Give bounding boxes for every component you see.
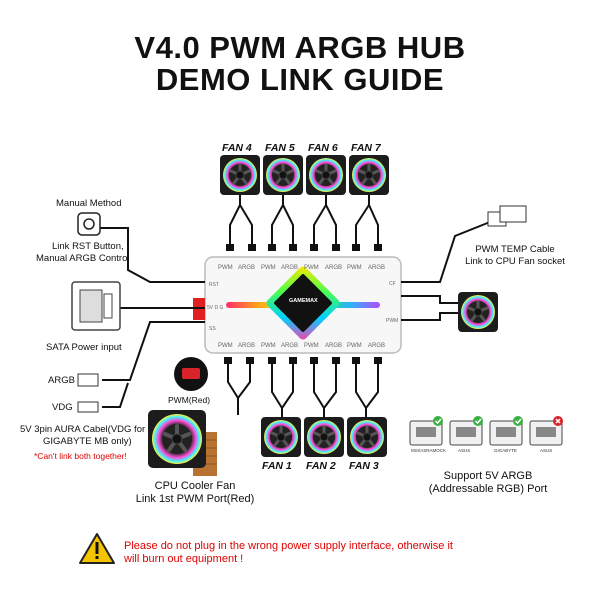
cant-link-warning: *Can't link both together! xyxy=(34,451,127,461)
hub-port-top-3: ARGB xyxy=(281,265,298,271)
argb-label: ARGB xyxy=(48,375,75,386)
bottom-connectors xyxy=(224,357,382,364)
mb-connector-asus-1 xyxy=(449,416,483,446)
warning-text-1: Please do not plug in the wrong power su… xyxy=(124,540,453,552)
fan-1-icon xyxy=(259,415,303,459)
vdg-label: VDG xyxy=(52,402,73,413)
hub-side-pwm: PWM xyxy=(386,318,399,324)
fan-7-icon xyxy=(347,153,391,197)
hub-port-top-5: ARGB xyxy=(325,265,342,271)
fan-5-icon xyxy=(261,153,305,197)
fan-6-icon xyxy=(304,153,348,197)
manual-argb-label: Manual ARGB Control xyxy=(36,253,130,264)
pwm-red-label: PWM(Red) xyxy=(168,395,211,405)
pwm-red-connector-icon xyxy=(174,357,208,391)
support-argb-label-1: Support 5V ARGB xyxy=(443,470,533,482)
hub-port-top-1: ARGB xyxy=(238,265,255,271)
cpu-cooler-label-2: Link 1st PWM Port(Red) xyxy=(135,493,255,505)
hub-port-bottom-1: ARGB xyxy=(238,343,255,349)
mb-brand-2: ASUS xyxy=(458,448,470,453)
mb-connector-row xyxy=(409,416,563,446)
page-title-line1: V4.0 PWM ARGB HUB xyxy=(134,30,466,65)
top-fan-wires xyxy=(229,192,379,246)
warning-text-2: will burn out equipment ! xyxy=(124,553,244,565)
sata-label: SATA Power input xyxy=(46,342,122,353)
aura-cable-label-1: 5V 3pin AURA Cabel(VDG for xyxy=(20,424,146,435)
mb-connector-msi xyxy=(409,416,443,446)
hub-port-bottom-4: PWM xyxy=(304,343,319,349)
hub-port-labels: PWM ARGB PWM ARGB PWM ARGB PWM ARGB PWM ARGB PWM… xyxy=(218,265,385,349)
argb-connector-icon xyxy=(77,373,99,387)
cpu-cooler-label-1: CPU Cooler Fan xyxy=(154,480,236,492)
rst-button-label: Link RST Button, xyxy=(52,241,124,252)
sata-connector-icon xyxy=(71,281,121,331)
cpu-socket-fan-icon xyxy=(456,290,500,334)
mb-connector-gigabyte xyxy=(489,416,523,446)
mb-brand-3: GIGABYTE xyxy=(494,448,517,453)
fan-5-label: FAN 5 xyxy=(265,142,295,154)
fan-7-label: FAN 7 xyxy=(351,142,381,154)
manual-method-label: Manual Method xyxy=(56,198,122,209)
aura-cable-label-2: GIGABYTE MB only) xyxy=(43,436,132,447)
hub-port-bottom-2: PWM xyxy=(261,343,276,349)
hub-port-bottom-7: ARGB xyxy=(368,343,385,349)
vdg-connector-icon xyxy=(77,401,99,413)
fan-2-icon xyxy=(302,415,346,459)
hub-side-rst: RST xyxy=(209,282,219,288)
support-argb-label-2: (Addressable RGB) Port xyxy=(428,483,548,495)
hub-brand: GAMEMAX xyxy=(289,298,318,304)
bottom-fan-wires xyxy=(227,362,379,418)
top-connectors xyxy=(226,244,382,251)
rst-button-icon xyxy=(77,212,101,236)
fan-2-label: FAN 2 xyxy=(306,460,336,472)
hub-port-top-2: PWM xyxy=(261,265,276,271)
hub-side-ss: SS xyxy=(209,326,216,332)
hub-port-bottom-5: ARGB xyxy=(325,343,342,349)
hub-side-5vdg: 5V D G xyxy=(207,305,224,311)
hub-port-bottom-0: PWM xyxy=(218,343,233,349)
page-title-line2: DEMO LINK GUIDE xyxy=(155,62,445,97)
fan-4-label: FAN 4 xyxy=(222,142,252,154)
warning-icon xyxy=(79,533,115,564)
cpu-socket-label: Link to CPU Fan socket xyxy=(465,256,565,267)
left-wires xyxy=(98,227,205,408)
hub-port-top-4: PWM xyxy=(304,265,319,271)
pwm-temp-connector-icon xyxy=(499,205,527,223)
pwm-temp-label: PWM TEMP Cable xyxy=(475,244,555,255)
fan-6-label: FAN 6 xyxy=(308,142,338,154)
hub-port-bottom-3: ARGB xyxy=(281,343,298,349)
mb-brand-1: MSI/ASRAMOCK xyxy=(411,448,446,453)
mb-brand-labels: MSI/ASRAMOCK ASUS GIGABYTE ASUS xyxy=(411,448,552,453)
hub-side-cf: CF xyxy=(389,281,396,287)
hub-port-top-0: PWM xyxy=(218,265,233,271)
right-wires xyxy=(401,221,491,321)
fan-1-label: FAN 1 xyxy=(262,460,292,472)
fan-3-icon xyxy=(345,415,389,459)
mb-brand-4: ASUS xyxy=(540,448,552,453)
mb-connector-asus-2 xyxy=(529,416,563,446)
cpu-cooler-icon xyxy=(148,410,217,476)
hub-logo-diamond xyxy=(266,266,340,340)
fan-4-icon xyxy=(218,153,262,197)
hub-port-top-6: PWM xyxy=(347,265,362,271)
hub-port-top-7: ARGB xyxy=(368,265,385,271)
fan-3-label: FAN 3 xyxy=(349,460,379,472)
hub-port-bottom-6: PWM xyxy=(347,343,362,349)
